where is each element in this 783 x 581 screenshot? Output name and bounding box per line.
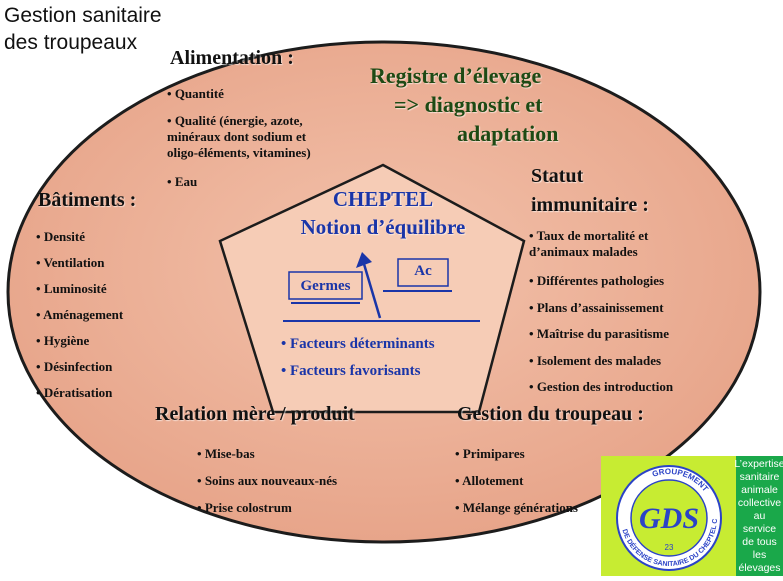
alimentation-quality-extra: minéraux dont sodium et oligo-éléments, … bbox=[167, 129, 311, 161]
relation-heading: Relation mère / produit bbox=[155, 403, 355, 425]
gestion-list: Primipares Allotement Mélange génération… bbox=[455, 440, 578, 521]
list-item: Maîtrise du parasitisme bbox=[529, 321, 673, 348]
tagline-line: de tous les bbox=[742, 535, 777, 561]
statut-list-first: Taux de mortalité et bbox=[529, 228, 649, 244]
page-title: Gestion sanitaire des troupeaux bbox=[4, 2, 162, 56]
gestion-heading: Gestion du troupeau : bbox=[457, 403, 644, 425]
germes-label: Germes bbox=[300, 278, 351, 294]
cheptel-subtitle: Notion d’équilibre bbox=[300, 215, 466, 239]
statut-heading-line-2: immunitaire : bbox=[531, 194, 649, 216]
cheptel-factors: Facteurs déterminants Facteurs favorisan… bbox=[281, 331, 435, 385]
cheptel-title: CHEPTEL bbox=[332, 187, 434, 211]
list-item: Luminosité bbox=[36, 276, 123, 302]
title-line-2: des troupeaux bbox=[4, 31, 138, 54]
quality-extra-line: minéraux dont sodium et bbox=[167, 129, 307, 144]
list-item: Facteurs favorisants bbox=[281, 358, 435, 385]
list-item: Taux de mortalité et bbox=[529, 228, 649, 244]
statut-heading-line-1: Statut bbox=[531, 165, 584, 187]
alimentation-heading: Alimentation : bbox=[170, 47, 294, 69]
list-item: Quantité bbox=[167, 86, 303, 102]
list-item: Mélange générations bbox=[455, 494, 578, 521]
tagline-line: animale bbox=[741, 483, 778, 496]
tagline-line: élevages bbox=[738, 561, 781, 574]
list-item: Primipares bbox=[455, 440, 578, 467]
list-item: Mise-bas bbox=[197, 440, 337, 467]
batiments-heading: Bâtiments : bbox=[38, 189, 137, 211]
gds-logo: GROUPEMENT DE DÉFENSE SANITAIRE DU CHEPT… bbox=[598, 449, 736, 576]
list-item: Densité bbox=[36, 224, 123, 250]
list-item: Facteurs déterminants bbox=[281, 331, 435, 358]
list-item: Gestion des introduction bbox=[529, 374, 673, 401]
relation-list: Mise-bas Soins aux nouveaux-nés Prise co… bbox=[197, 440, 337, 521]
tagline-line: au service bbox=[742, 509, 777, 535]
title-line-1: Gestion sanitaire bbox=[4, 4, 162, 27]
tagline-line: collective bbox=[737, 496, 782, 509]
gds-tagline-panel: L’expertise sanitaire animale collective… bbox=[734, 456, 783, 576]
list-item: Dératisation bbox=[36, 380, 123, 406]
statut-heading: Statut immunitaire : bbox=[531, 162, 649, 220]
germes-box bbox=[288, 271, 363, 300]
list-item: Désinfection bbox=[36, 354, 123, 380]
list-item: Différentes pathologies bbox=[529, 268, 673, 295]
alimentation-list: Quantité Qualité (énergie, azote, bbox=[167, 86, 303, 129]
arrow-head bbox=[356, 252, 372, 268]
registre-line-2: => diagnostic et bbox=[394, 92, 543, 117]
list-item: Aménagement bbox=[36, 302, 123, 328]
list-item: Plans d’assainissement bbox=[529, 295, 673, 322]
quality-extra-line: oligo-éléments, vitamines) bbox=[167, 145, 311, 160]
gds-letters: GDS bbox=[639, 502, 699, 535]
list-item: Soins aux nouveaux-nés bbox=[197, 467, 337, 494]
tagline-line: sanitaire bbox=[739, 470, 780, 483]
list-item: Hygiène bbox=[36, 328, 123, 354]
batiments-list: Densité Ventilation Luminosité Aménageme… bbox=[36, 224, 123, 406]
statut-list: Différentes pathologies Plans d’assainis… bbox=[529, 268, 673, 401]
list-item: Isolement des malades bbox=[529, 348, 673, 375]
gds-tagline: L’expertise sanitaire animale collective… bbox=[734, 456, 783, 576]
alimentation-list-eau: Eau bbox=[167, 174, 197, 190]
statut-first-extra: d’animaux malades bbox=[529, 244, 638, 259]
list-item: Prise colostrum bbox=[197, 494, 337, 521]
registre-line-3: adaptation bbox=[457, 121, 559, 146]
list-item: Qualité (énergie, azote, bbox=[167, 113, 303, 129]
gds-number: 23 bbox=[665, 543, 674, 552]
list-item: Eau bbox=[167, 174, 197, 190]
arrow-shaft bbox=[362, 263, 382, 319]
registre-line-1: Registre d’élevage bbox=[370, 63, 542, 88]
gds-logo-graphic: GROUPEMENT DE DÉFENSE SANITAIRE DU CHEPT… bbox=[598, 449, 722, 571]
ac-box bbox=[397, 258, 449, 287]
tagline-line: L’expertise bbox=[734, 457, 783, 470]
list-item: Ventilation bbox=[36, 250, 123, 276]
list-item: Allotement bbox=[455, 467, 578, 494]
ac-label: Ac bbox=[414, 263, 432, 279]
